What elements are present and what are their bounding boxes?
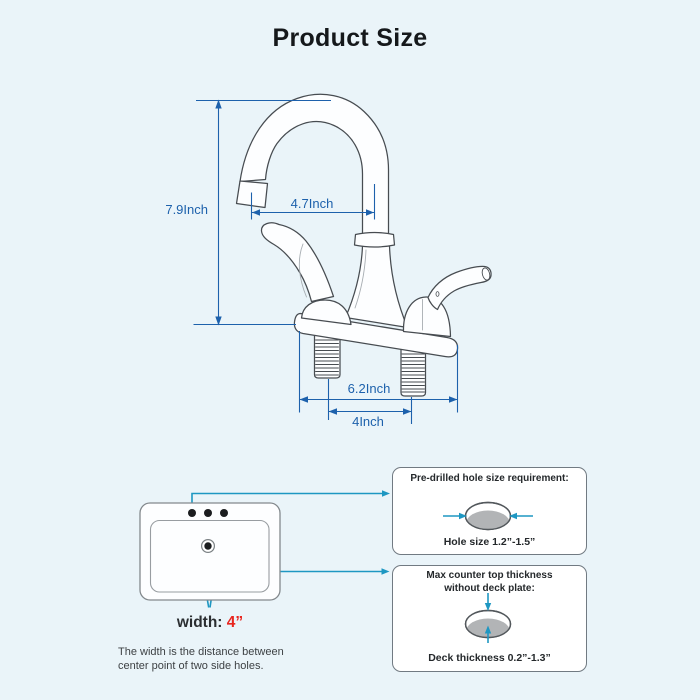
faucet-left-shank-threads <box>315 339 339 376</box>
dimension-reach-label: 4.7Inch <box>290 196 334 211</box>
sink-caption: The width is the distance between center… <box>118 645 318 673</box>
page-title: Product Size <box>272 24 428 52</box>
sink-diagram <box>139 502 281 601</box>
faucet-right-shank-threads <box>401 353 425 393</box>
faucet-right-shank <box>400 345 427 397</box>
faucet-right-handle-endcap <box>481 267 491 281</box>
faucet-drawing <box>235 93 492 397</box>
faucet-left-handle-base <box>300 299 352 326</box>
faucet-column-seam <box>354 249 367 309</box>
faucet-base <box>293 312 459 358</box>
faucet-left-handle <box>260 222 335 303</box>
sink-drain <box>204 542 212 550</box>
faucet-column <box>344 245 409 329</box>
hole-size-illustration <box>443 501 533 531</box>
hole-shadow <box>466 510 510 530</box>
dimension-base-width-label: 6.2Inch <box>347 381 391 396</box>
sink-caption-line2: center point of two side holes. <box>118 660 264 672</box>
thickness-title-line1: Max counter top thickness <box>426 570 553 581</box>
hole-size-title: Pre-drilled hole size requirement: <box>410 473 569 484</box>
counter-thickness-box: Max counter top thickness without deck p… <box>392 565 587 672</box>
faucet-right-handle <box>427 265 492 311</box>
arrow-head-hole-box <box>382 490 390 497</box>
faucet-collar <box>353 231 396 248</box>
thickness-caption: Deck thickness 0.2”-1.3” <box>428 652 551 664</box>
faucet-spout <box>239 93 390 240</box>
faucet-left-handle-seam <box>298 243 307 298</box>
sink-hole-left <box>188 509 196 517</box>
hole-size-caption: Hole size 1.2”-1.5” <box>443 536 536 548</box>
thickness-title-line2: without deck plate: <box>444 583 535 594</box>
dimension-hole-spacing-label: 4Inch <box>352 414 384 429</box>
sink-width-label: width: 4” <box>145 614 275 632</box>
sink-basin <box>149 519 270 593</box>
dimension-lines <box>193 99 459 424</box>
faucet-right-handle-base <box>402 296 452 338</box>
dimension-height-label: 7.9Inch <box>165 202 208 217</box>
sink-width-text: width: <box>176 614 223 631</box>
sink-caption-line1: The width is the distance between <box>118 646 284 658</box>
faucet-right-handle-button <box>435 291 440 297</box>
hole-size-box: Pre-drilled hole size requirement: Hole … <box>392 467 587 555</box>
sink-hole-center <box>204 509 212 517</box>
sink-width-value: 4” <box>226 614 244 631</box>
sink-hole-right <box>220 509 228 517</box>
thickness-illustration <box>464 593 512 643</box>
arrow-head-thickness-box <box>381 568 390 575</box>
